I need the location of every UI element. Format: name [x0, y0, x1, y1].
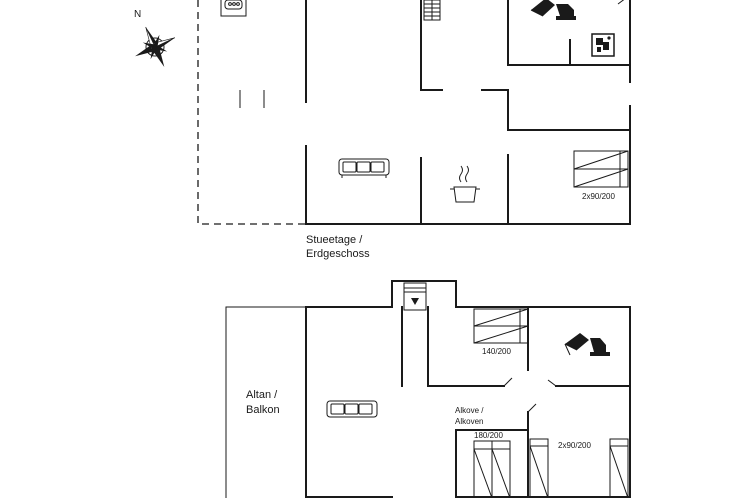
- alcove-double-bed: [473, 440, 511, 498]
- upper-floor-plan: Altan / Balkon: [225, 280, 631, 498]
- ground-floor-staircase: [423, 0, 441, 21]
- compass-star-icon: [135, 26, 176, 67]
- alcove-label-line2: Alkoven: [455, 417, 483, 426]
- kitchen-pot-icon: [450, 165, 480, 203]
- ground-floor-twin-beds: [573, 150, 629, 188]
- washing-machine-icon: [591, 33, 615, 57]
- balcony-label-line1: Altan /: [246, 389, 278, 401]
- alcove-label-line1: Alkove /: [455, 406, 484, 415]
- upper-sofa-icon: [326, 400, 378, 418]
- upper-shower-icon: [564, 333, 589, 356]
- compass-north-label: N: [134, 9, 141, 20]
- double-bed-140: [473, 308, 529, 344]
- balcony-outline: [225, 306, 306, 498]
- upper-twin-bed-right: [609, 438, 629, 498]
- upper-floor-staircase: [403, 282, 427, 311]
- upper-floor-outline: [305, 280, 631, 498]
- upper-toilet-icon: [590, 338, 610, 356]
- shower-icon: [530, 0, 555, 17]
- balcony-label-line2: Balkon: [246, 404, 280, 416]
- twin-bed-size: 2x90/200: [558, 441, 591, 450]
- alcove-bed-size: 180/200: [474, 431, 503, 440]
- upper-twin-bed-left: [529, 438, 549, 498]
- sofa-icon: [338, 158, 390, 178]
- ground-floor-label-line2: Erdgeschoss: [306, 248, 370, 260]
- compass-rose: N: [134, 9, 176, 67]
- ground-floor-label-line1: Stueetage /: [306, 234, 363, 246]
- ground-floor-plan: 2x90/200 Stueetage / Erdgeschoss: [197, 0, 631, 260]
- ground-floor-bed-size: 2x90/200: [582, 192, 615, 201]
- stair-wall: [420, 0, 443, 91]
- terrace-outline: [197, 0, 306, 225]
- fireplace-icon: [220, 0, 247, 17]
- double-bed-size: 140/200: [482, 347, 511, 356]
- stair-east-wall: [427, 306, 505, 387]
- toilet-icon: [556, 4, 576, 20]
